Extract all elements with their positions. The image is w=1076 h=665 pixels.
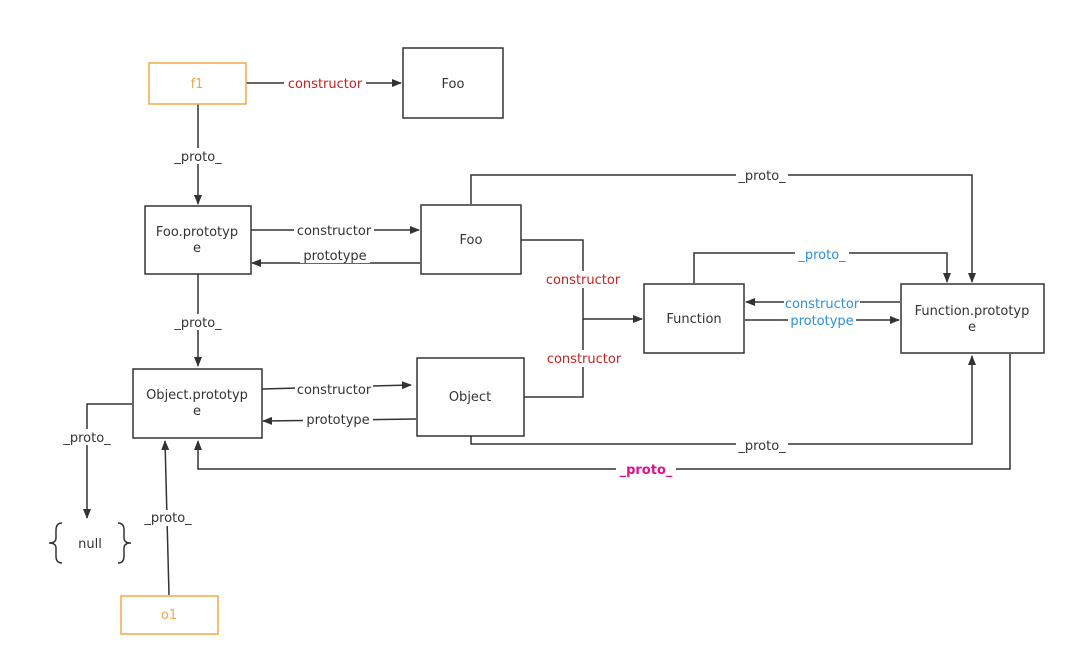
edge-funcproto-proto [194,354,1011,470]
right-brace [117,522,132,564]
edge-object-constructor [524,319,584,398]
node-f1: f1 [148,62,247,105]
edge-label-foo-constructor: constructor [546,273,621,288]
node-object-prototype-label-2: e [193,404,201,419]
edge-label-objproto-proto: _proto_ [62,431,111,446]
node-o1: o1 [120,595,219,635]
node-foo-prototype: Foo.prototyp e [144,205,252,275]
edge-label-function-prototype: prototype [790,314,853,329]
edge-label-foo-proto: _proto_ [737,169,786,184]
node-function: Function [643,283,745,354]
node-foo-top: Foo [402,47,504,119]
node-foo-prototype-label-1: Foo.prototyp [156,225,238,240]
edge-object-proto [470,355,976,445]
edge-label-object-constructor: constructor [547,352,622,367]
edge-foo-proto [470,174,976,283]
node-object-prototype: Object.prototyp e [132,368,263,439]
node-null: null [48,522,132,564]
left-brace [48,522,63,564]
edge-label-f1-proto: _proto_ [173,150,222,165]
edge-label-foo-prototype: prototype [303,249,366,264]
edge-label-object-prototype: prototype [306,413,369,428]
node-function-prototype: Function.prototyp e [900,283,1045,354]
edge-label-fooproto-proto: _proto_ [173,316,222,331]
edge-label-funcproto-proto: _proto_ [620,463,673,478]
node-function-prototype-label-2: e [968,320,976,335]
edge-label-objproto-constructor: constructor [297,383,372,398]
node-foo: Foo [420,204,522,275]
node-function-prototype-label-1: Function.prototyp [915,304,1030,319]
edge-label-object-proto: _proto_ [737,439,786,454]
node-foo-prototype-label-2: e [193,241,201,256]
edge-label-f1-constructor: constructor [288,77,363,92]
edge-label-o1-proto: _proto_ [143,511,192,526]
node-f1-label: f1 [191,77,204,92]
node-object-label: Object [449,390,491,405]
edge-label-fooproto-constructor: constructor [297,224,372,239]
node-foo-top-label: Foo [442,77,465,92]
node-foo-label: Foo [460,233,483,248]
edge-label-funcproto-constructor: constructor [785,297,860,312]
node-object: Object [416,357,525,437]
node-function-label: Function [666,312,721,327]
node-object-prototype-label-1: Object.prototyp [146,388,248,403]
edge-label-function-proto: _proto_ [797,248,846,263]
node-null-label: null [78,537,102,552]
node-o1-label: o1 [161,608,177,623]
edge-objproto-proto [83,403,132,519]
